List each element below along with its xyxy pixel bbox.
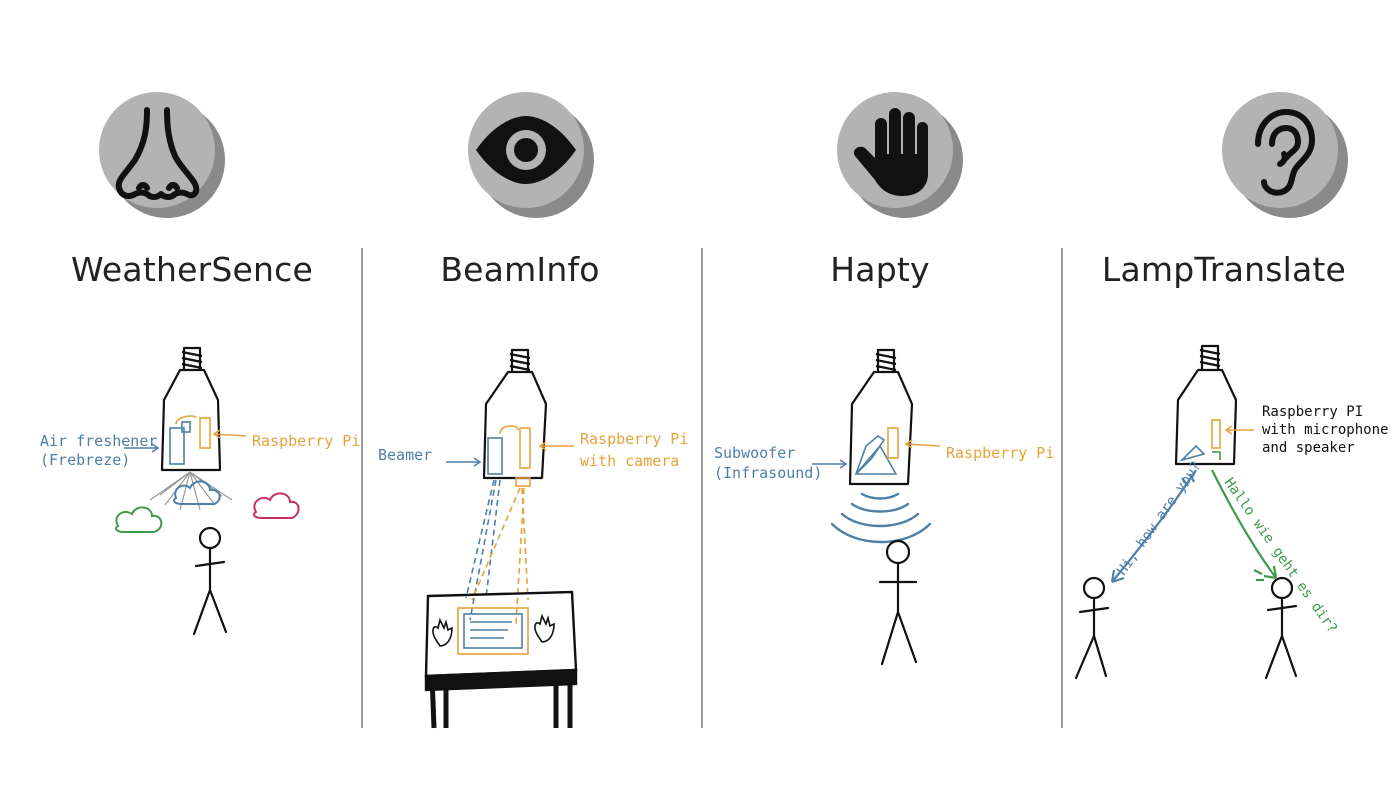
label-frebreze: (Frebreze)	[40, 451, 130, 469]
label-raspberry-pi-hapty: Raspberry Pi	[946, 444, 1054, 462]
label-subwoofer: Subwoofer	[714, 444, 795, 462]
projected-screen	[457, 607, 529, 655]
panel-divider	[361, 248, 363, 728]
label-air-freshener: Air freshener	[40, 432, 157, 450]
label-and-speaker: and speaker	[1262, 440, 1355, 456]
panel-divider	[701, 248, 703, 728]
label-raspberry-pi-camera: Raspberry Pi	[580, 430, 688, 448]
sound-waves	[830, 492, 932, 544]
arrow-lamptranslate-pi	[1224, 425, 1254, 435]
speech-arrow-green	[1211, 469, 1278, 582]
stick-figure	[878, 539, 918, 666]
nose-icon	[115, 107, 200, 200]
label-with-camera: with camera	[580, 452, 679, 470]
projection-rays	[465, 479, 529, 625]
hand-left-sketch	[432, 617, 453, 647]
lamp-weathersence	[160, 346, 222, 472]
arrow-hapty-pi	[904, 439, 941, 449]
stick-figure	[192, 526, 228, 636]
label-beamer: Beamer	[378, 446, 432, 464]
hand-icon-badge	[833, 88, 973, 228]
beamer-sketch	[487, 437, 503, 475]
camera-pi-sketch	[499, 425, 531, 487]
ear-icon	[1255, 109, 1315, 196]
label-infrasound: (Infrasound)	[714, 464, 822, 482]
speech-left: Hi, how are you?	[1114, 459, 1204, 579]
panel-title-beaminfo: BeamInfo	[440, 250, 600, 289]
ear-icon-badge	[1218, 88, 1358, 228]
panel-title-weathersence: WeatherSence	[71, 250, 313, 289]
label-raspberry-pi: Raspberry Pi	[252, 432, 360, 450]
arrow-subwoofer	[812, 459, 848, 469]
label-with-microphone: with microphone	[1262, 422, 1388, 438]
arrow-air-freshener	[124, 443, 160, 453]
panel-title-hapty: Hapty	[830, 250, 930, 289]
panel-title-lamptranslate: LampTranslate	[1101, 250, 1347, 289]
lamp-hapty	[848, 348, 914, 486]
label-raspberry-pi-translate: Raspberry PI	[1262, 404, 1363, 420]
arrow-raspberry-pi	[212, 429, 247, 439]
eye-icon	[476, 116, 576, 184]
hand-icon	[853, 108, 928, 196]
lamp-beaminfo	[482, 348, 548, 480]
cloud-blue	[173, 480, 221, 505]
stick-figure-right	[1264, 576, 1298, 680]
air-freshener-sketch	[169, 421, 191, 465]
raspberry-pi-sketch	[175, 415, 211, 449]
speech-arrow-blue	[1110, 469, 1197, 584]
hand-right-sketch	[534, 613, 555, 643]
speech-right: Hallo wie geht es dir?	[1221, 475, 1340, 636]
subwoofer-sketch	[854, 435, 898, 475]
table-sketch	[424, 590, 578, 729]
arrow-camera	[538, 441, 574, 451]
lamp-lamptranslate	[1174, 344, 1238, 466]
panel-divider	[1061, 248, 1063, 728]
mic-speaker-sketch	[1179, 419, 1221, 462]
arrow-beamer	[446, 457, 482, 467]
cloud-green	[115, 506, 163, 533]
cloud-crimson	[253, 492, 300, 519]
stick-figure-left	[1074, 576, 1110, 680]
hapty-pi-sketch	[887, 427, 899, 459]
nose-icon-badge	[95, 88, 235, 228]
eye-icon-badge	[464, 88, 604, 228]
